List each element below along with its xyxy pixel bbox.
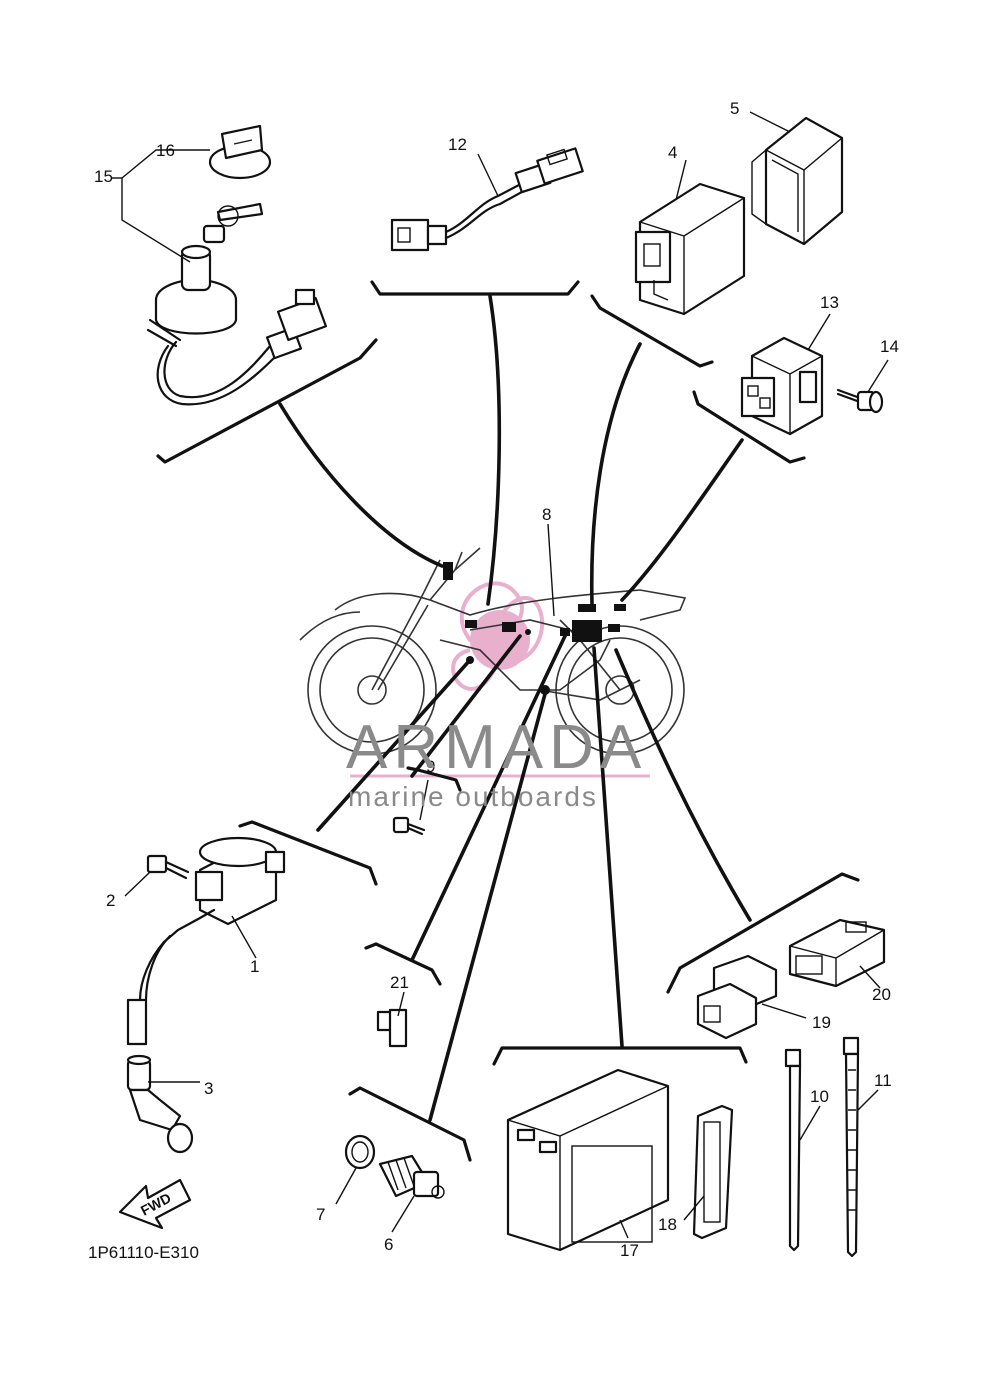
callout-18: 18: [658, 1215, 677, 1234]
battery: [506, 1068, 670, 1252]
bolt-14: [836, 388, 884, 414]
callout-9: 9: [426, 757, 435, 776]
spark-plug-cap: [126, 1054, 194, 1154]
callout-14: 14: [880, 337, 899, 356]
cable-tie-10: [784, 1048, 802, 1252]
group-brackets: [156, 280, 860, 1162]
cdi-unit: [634, 182, 746, 316]
watermark-brand: ARMADA: [346, 713, 647, 782]
callout-20: 20: [872, 985, 891, 1004]
callout-17: 17: [620, 1241, 639, 1260]
callout-2: 2: [106, 891, 115, 910]
callout-5: 5: [730, 99, 739, 118]
clip-21: [376, 1008, 408, 1048]
diagram-code: 1P61110-E310: [88, 1243, 199, 1262]
connection-cables: [278, 294, 752, 1122]
coupler-19: [696, 954, 778, 1040]
bolt-9: [392, 816, 426, 836]
callout-19: 19: [812, 1013, 831, 1032]
battery-band: [692, 1104, 734, 1240]
callout-15: 15: [94, 167, 113, 186]
motorcycle-outline: [299, 547, 687, 755]
relay: [740, 336, 824, 436]
callout-6: 6: [384, 1235, 393, 1254]
ignition-coil: [126, 836, 286, 1046]
leader-lines: [112, 111, 889, 1239]
cover: [751, 116, 844, 246]
wire-lead: [390, 147, 584, 252]
callout-12: 12: [448, 135, 467, 154]
watermark-tagline: marine outboards: [348, 781, 598, 812]
callout-3: 3: [204, 1079, 213, 1098]
callout-1: 1: [250, 957, 259, 976]
callout-16: 16: [156, 141, 175, 160]
callout-10: 10: [810, 1087, 829, 1106]
bolt-2: [146, 854, 190, 880]
callout-11: 11: [874, 1071, 892, 1090]
callout-8: 8: [542, 505, 551, 524]
watermark-text: ARMADA marine outboards: [346, 713, 647, 812]
neutral-switch: [378, 1154, 445, 1199]
callout-7: 7: [316, 1205, 325, 1224]
coupler-20: [788, 918, 886, 988]
main-switch-assembly: [146, 124, 328, 406]
fwd-arrow-icon: FWD: [118, 1178, 192, 1230]
callout-13: 13: [820, 293, 839, 312]
gasket-7: [344, 1134, 376, 1170]
callout-4: 4: [668, 143, 677, 162]
callout-21: 21: [390, 973, 409, 992]
cable-tie-11: [842, 1036, 860, 1258]
callout-numbers: 1 2 3 4 5 6 7 8 9 10 11 12 13 14 15 16 1…: [94, 99, 899, 1260]
